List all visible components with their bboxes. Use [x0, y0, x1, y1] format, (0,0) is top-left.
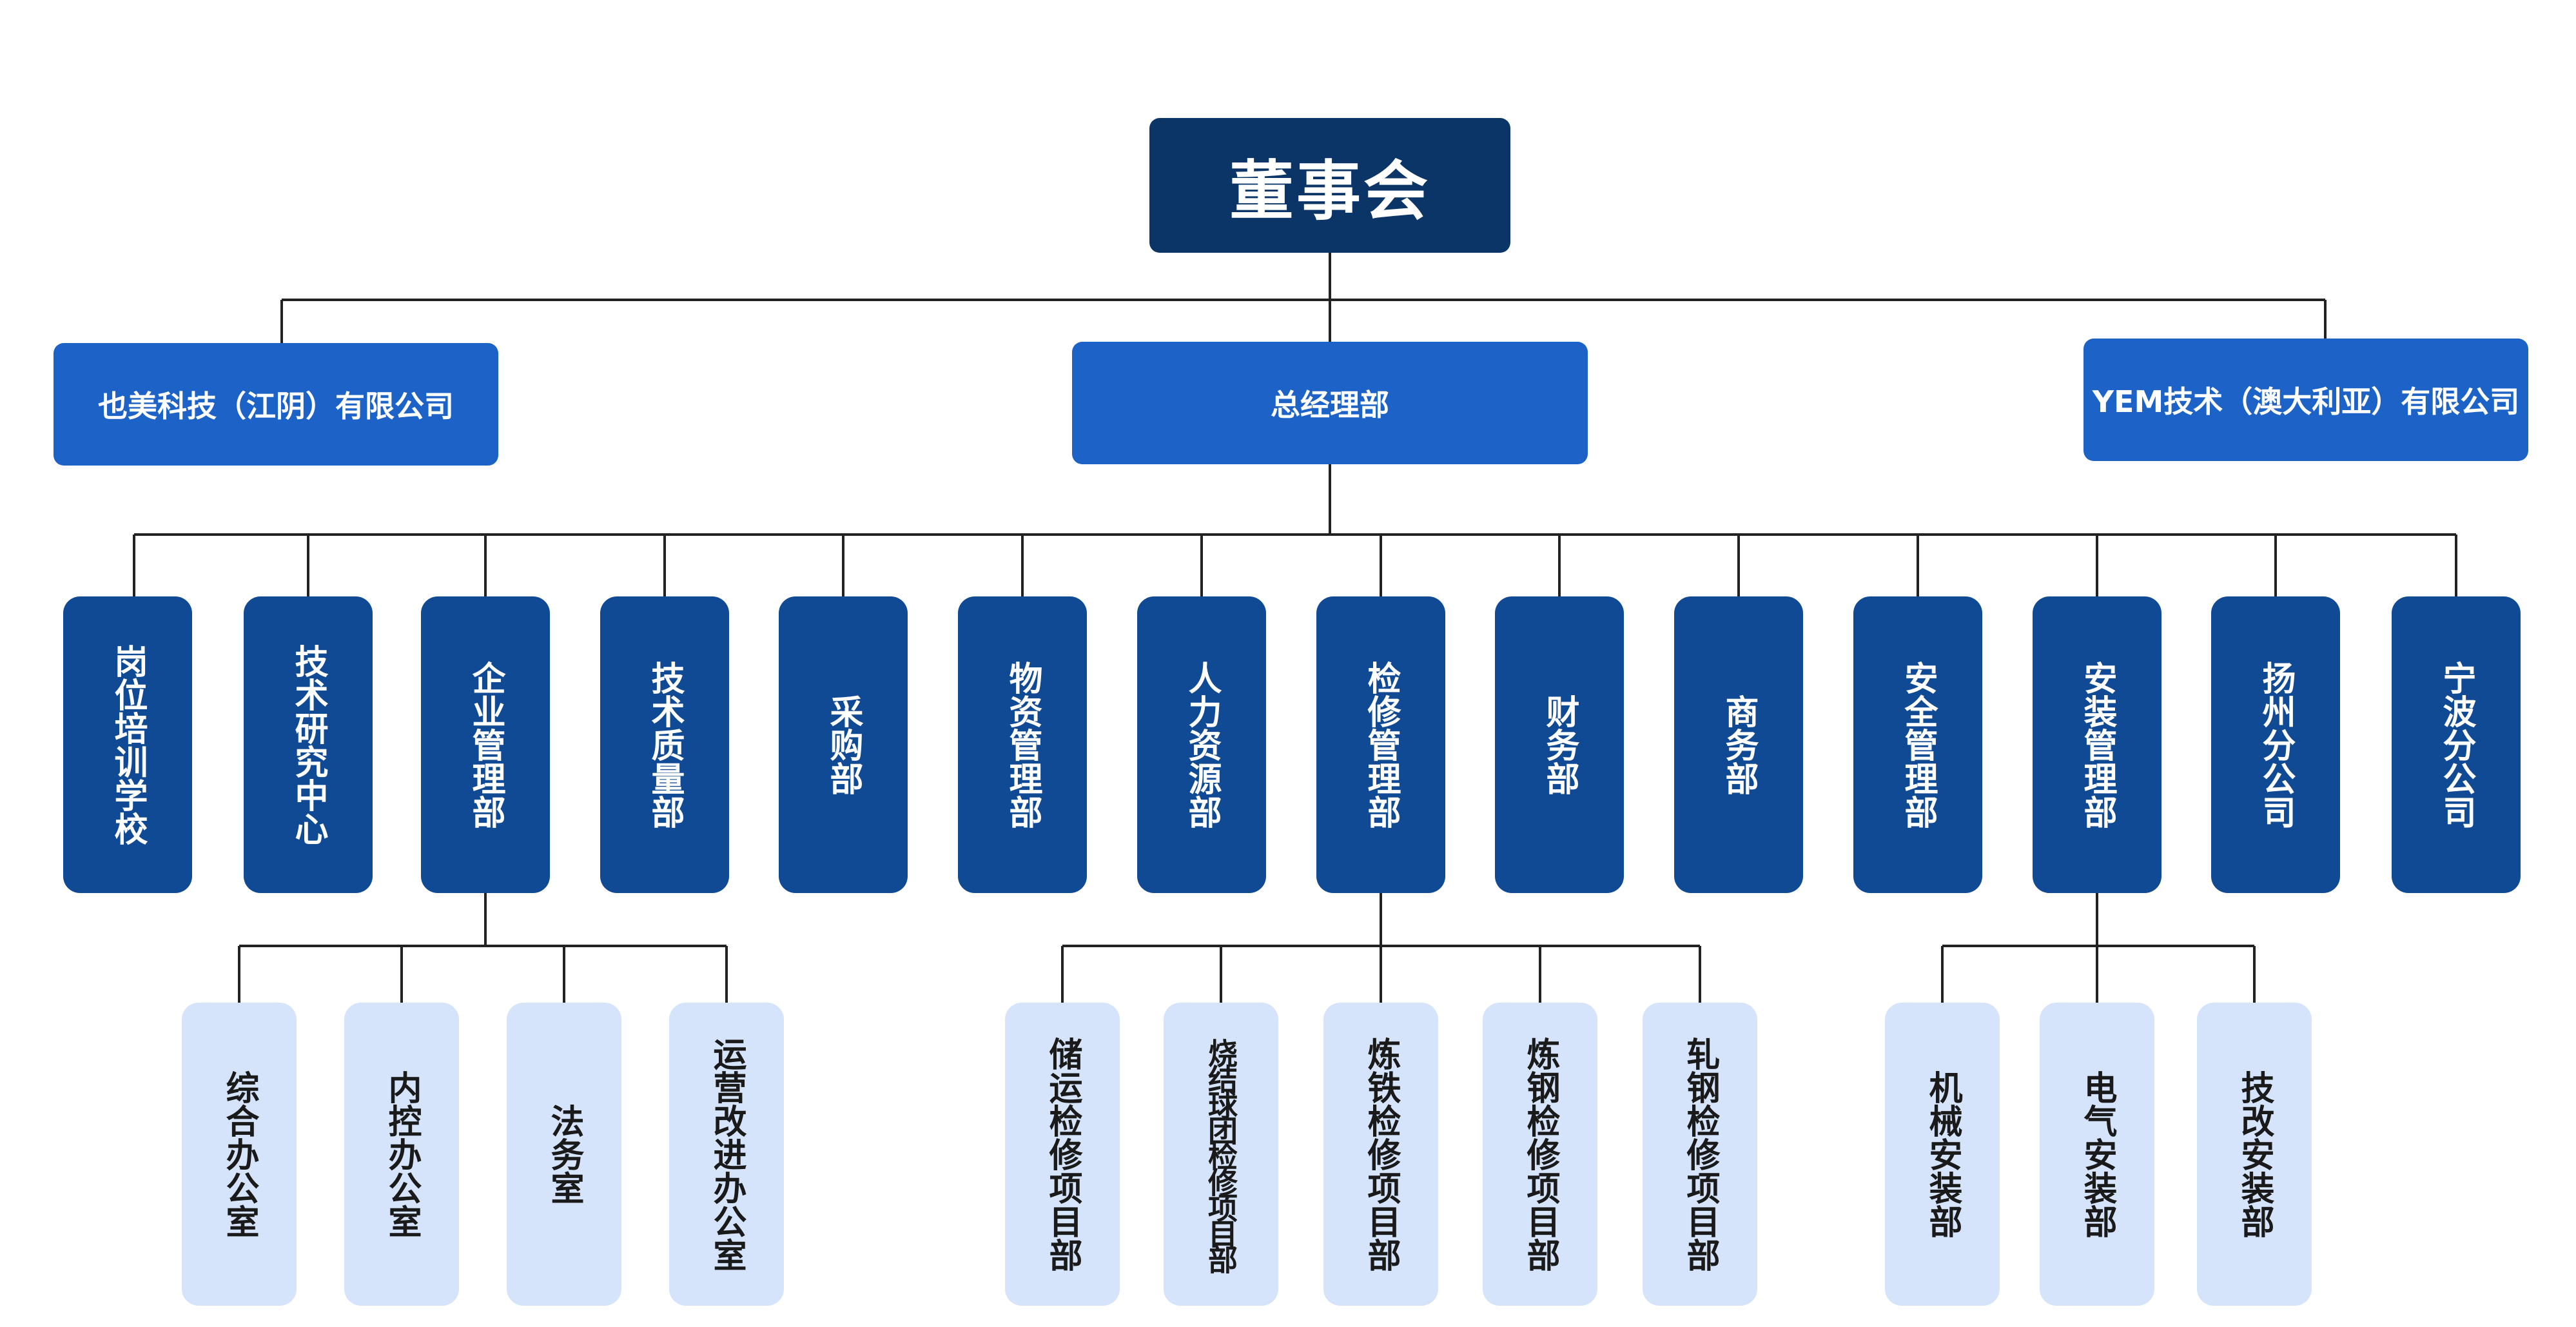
department-label: 财务部: [1540, 694, 1579, 795]
department-node: 财务部: [1495, 596, 1624, 893]
department-node: 人力资源部: [1137, 596, 1266, 893]
root-label: 董事会: [1229, 153, 1430, 229]
sub-unit-node: 烧结球团检修项目部: [1164, 1003, 1278, 1306]
sub-unit-node: 储运检修项目部: [1005, 1003, 1120, 1306]
sub-unit-label: 综合办公室: [220, 1070, 259, 1238]
department-node: 宁波分公司: [2392, 596, 2521, 893]
department-node: 安装管理部: [2033, 596, 2161, 893]
department-label: 岗位培训学校: [108, 644, 147, 845]
department-node: 商务部: [1674, 596, 1803, 893]
department-node: 采购部: [779, 596, 908, 893]
sub-unit-label: 炼铁检修项目部: [1361, 1037, 1400, 1272]
sub-unit-node: 炼钢检修项目部: [1483, 1003, 1597, 1306]
department-label: 技术质量部: [645, 661, 684, 829]
department-node: 扬州分公司: [2211, 596, 2340, 893]
level1-center-label: 总经理部: [1271, 388, 1389, 422]
department-node: 技术质量部: [600, 596, 729, 893]
sub-unit-node: 电气安装部: [2040, 1003, 2154, 1306]
sub-unit-node: 内控办公室: [344, 1003, 459, 1306]
department-node: 安全管理部: [1853, 596, 1982, 893]
level1-node-center: 总经理部: [1072, 342, 1588, 464]
department-node: 检修管理部: [1316, 596, 1445, 893]
department-label: 商务部: [1719, 694, 1758, 795]
department-node: 物资管理部: [958, 596, 1087, 893]
department-label: 人力资源部: [1182, 661, 1221, 829]
sub-unit-node: 炼铁检修项目部: [1323, 1003, 1438, 1306]
sub-unit-node: 机械安装部: [1885, 1003, 2000, 1306]
department-label: 采购部: [824, 694, 863, 795]
department-node: 企业管理部: [421, 596, 550, 893]
department-label: 宁波分公司: [2437, 661, 2475, 829]
department-label: 物资管理部: [1003, 661, 1042, 829]
level1-right-label: YEM技术（澳大利亚）有限公司: [2092, 384, 2520, 419]
sub-unit-label: 法务室: [545, 1104, 583, 1204]
department-node: 技术研究中心: [244, 596, 373, 893]
sub-unit-label: 运营改进办公室: [707, 1037, 746, 1272]
sub-unit-label: 技改安装部: [2235, 1070, 2274, 1238]
sub-unit-node: 法务室: [507, 1003, 621, 1306]
department-node: 岗位培训学校: [63, 596, 192, 893]
department-label: 扬州分公司: [2256, 661, 2295, 829]
department-label: 技术研究中心: [289, 644, 327, 845]
sub-unit-label: 烧结球团检修项目部: [1204, 1038, 1238, 1270]
sub-unit-node: 轧钢检修项目部: [1643, 1003, 1757, 1306]
department-label: 检修管理部: [1361, 661, 1400, 829]
sub-unit-label: 电气安装部: [2078, 1070, 2116, 1238]
sub-unit-label: 机械安装部: [1923, 1070, 1962, 1238]
sub-unit-node: 运营改进办公室: [669, 1003, 784, 1306]
sub-unit-label: 内控办公室: [382, 1070, 421, 1238]
sub-unit-label: 储运检修项目部: [1043, 1037, 1082, 1272]
sub-unit-node: 综合办公室: [182, 1003, 297, 1306]
level1-left-label: 也美科技（江阴）有限公司: [98, 389, 454, 424]
department-label: 安全管理部: [1898, 661, 1937, 829]
department-label: 企业管理部: [466, 661, 505, 829]
sub-unit-label: 炼钢检修项目部: [1521, 1037, 1559, 1272]
level1-node-right: YEM技术（澳大利亚）有限公司: [2083, 339, 2528, 461]
sub-unit-label: 轧钢检修项目部: [1681, 1037, 1719, 1272]
level1-node-left: 也美科技（江阴）有限公司: [54, 343, 498, 466]
department-label: 安装管理部: [2078, 661, 2116, 829]
sub-unit-node: 技改安装部: [2197, 1003, 2312, 1306]
root-node-board: 董事会: [1149, 118, 1510, 253]
